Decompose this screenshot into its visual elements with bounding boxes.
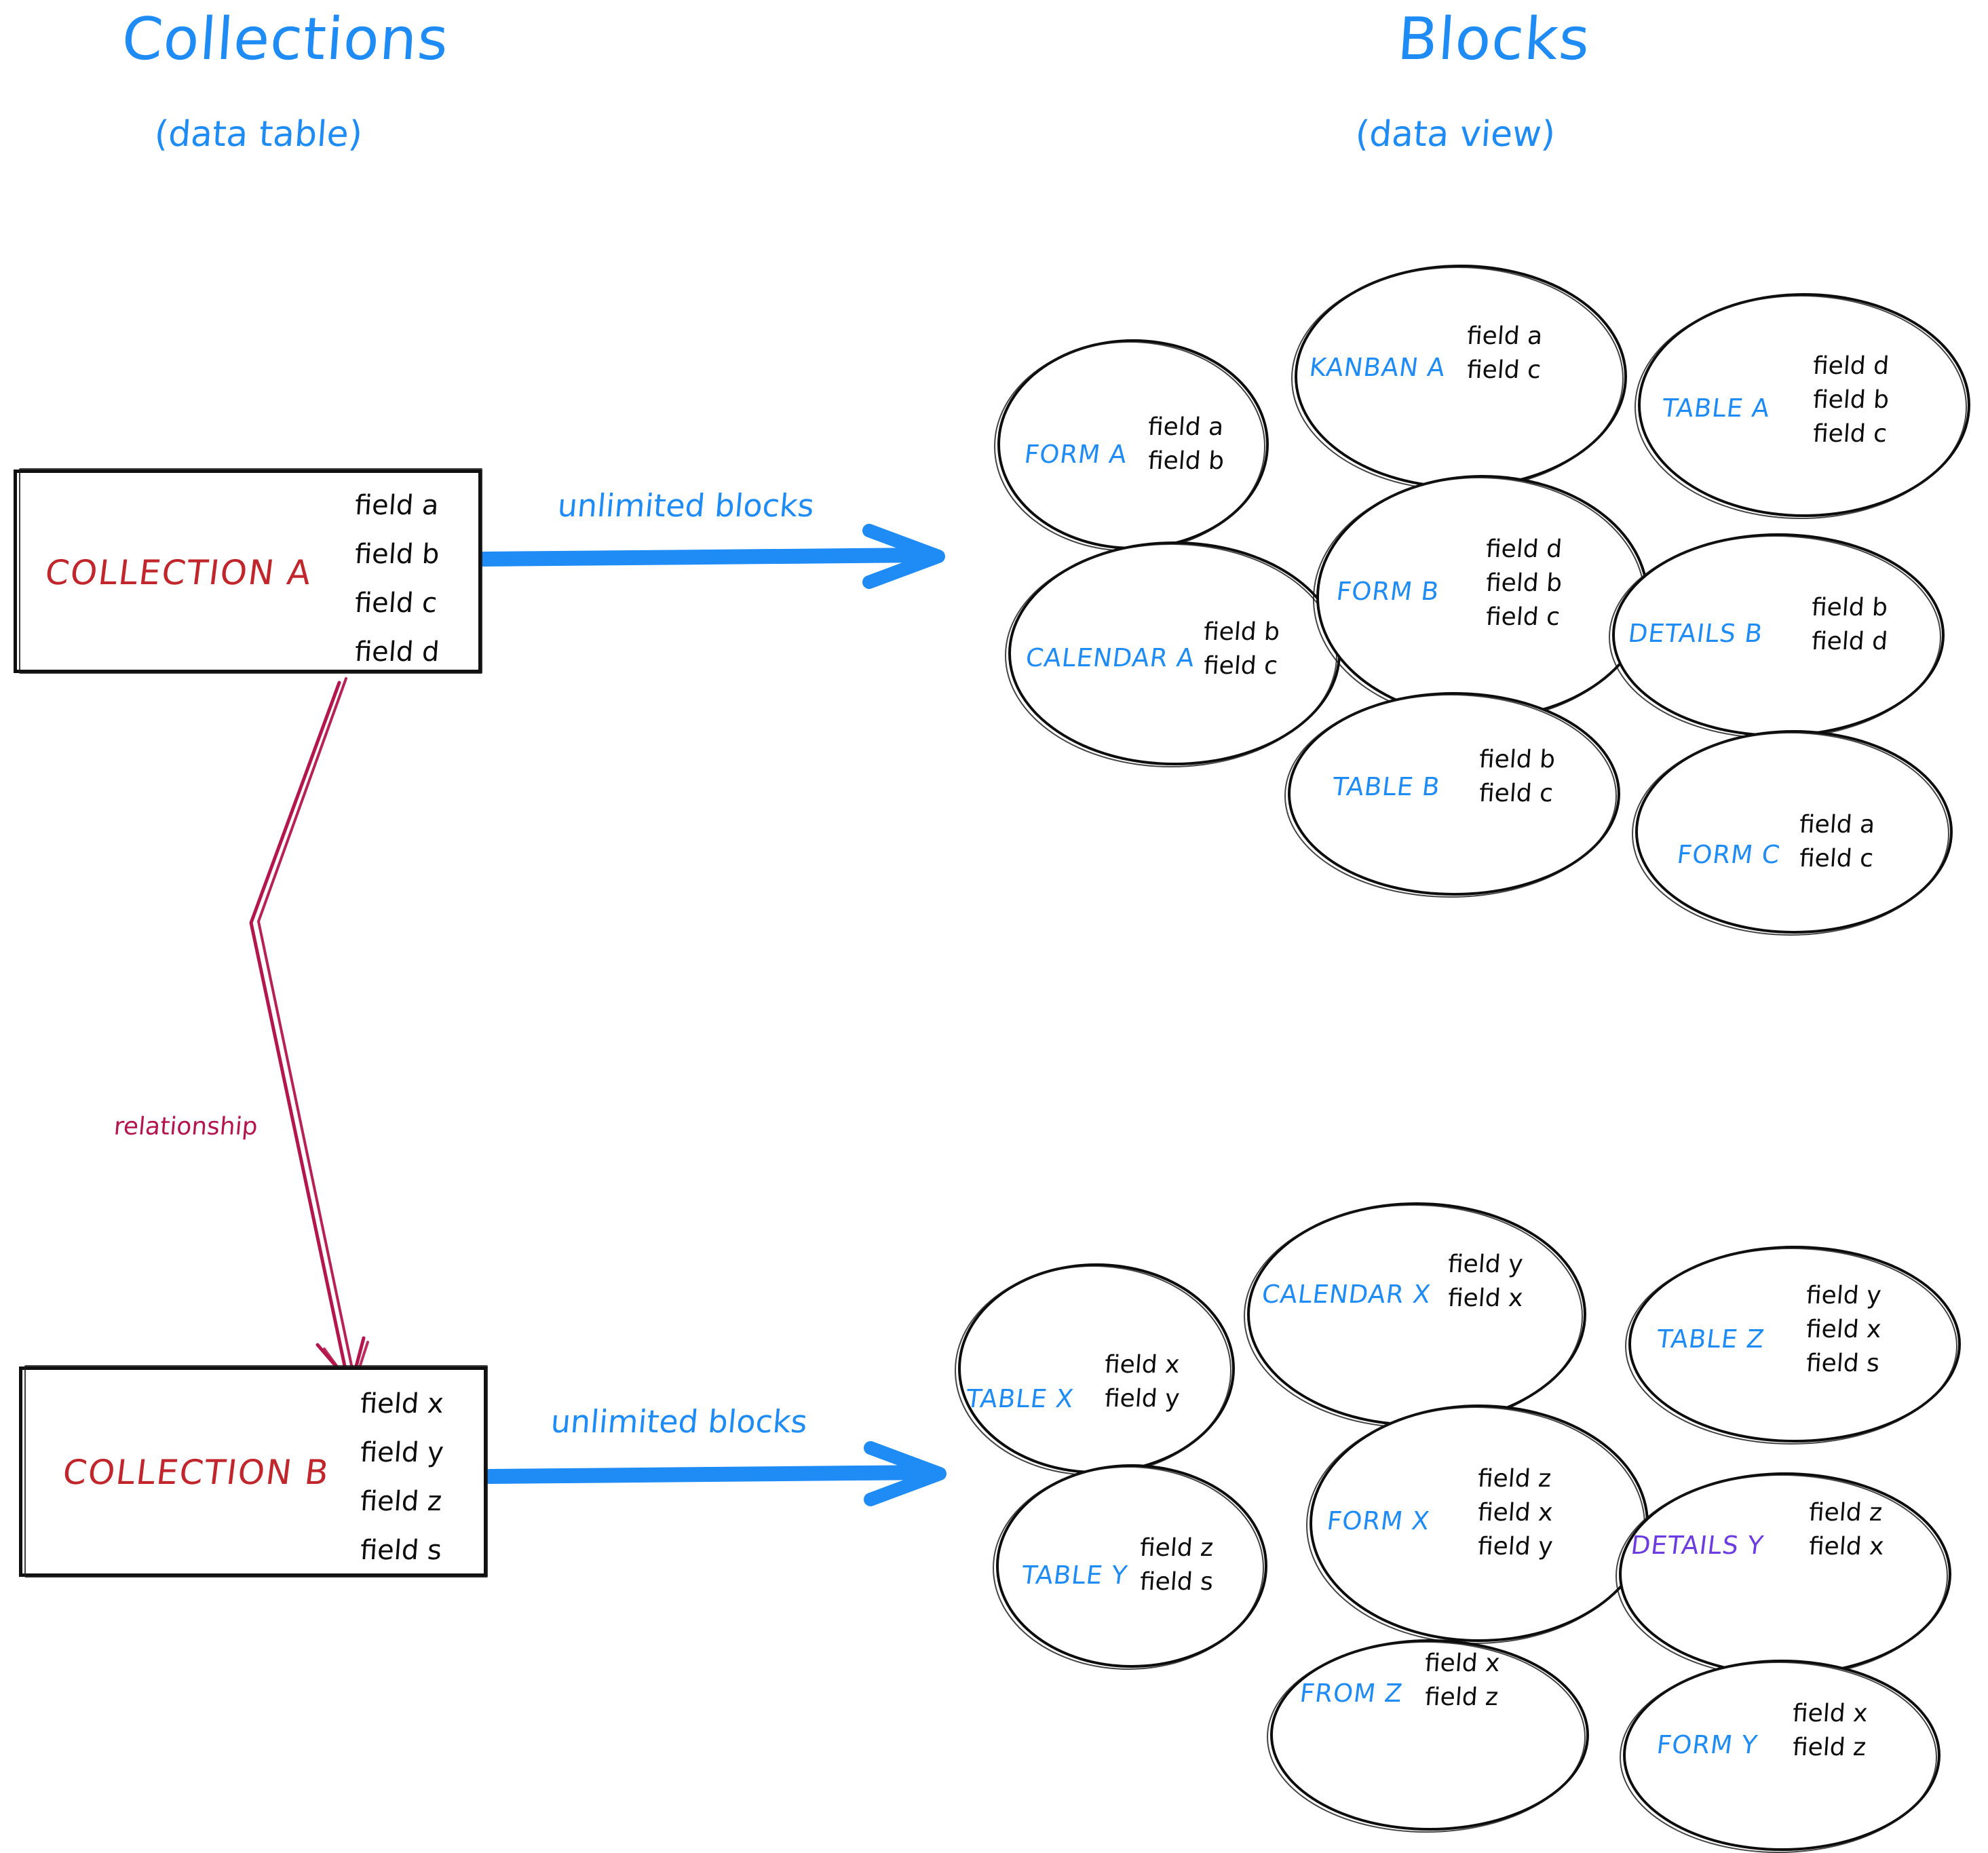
block-from-z[interactable]: FROM Z field x field z (1267, 1639, 1589, 1833)
collection-a-field: field c (353, 588, 438, 619)
collection-b-box[interactable]: COLLECTION B field x field y field z fie… (19, 1365, 488, 1578)
block-label: KANBAN A (1307, 353, 1447, 382)
block-form-y[interactable]: FORM Y field x field z (1620, 1660, 1941, 1853)
block-table-z[interactable]: TABLE Z field y field x field s (1625, 1246, 1961, 1445)
relationship-connector (249, 677, 369, 1390)
collection-a-field: field b (353, 539, 441, 570)
block-label: CALENDAR A (1024, 643, 1197, 672)
block-outline-sketch (1632, 732, 1949, 936)
block-field: field b (1147, 447, 1225, 475)
block-table-y[interactable]: TABLE Y field z field s (993, 1464, 1267, 1670)
block-field: field b (1202, 618, 1281, 646)
block-field: field x (1805, 1316, 1882, 1343)
block-field: field c (1202, 652, 1279, 680)
block-field: field y (1805, 1282, 1882, 1310)
collection-b-field: field y (359, 1437, 445, 1468)
block-outline-sketch (1635, 295, 1967, 519)
block-label: TABLE B (1331, 772, 1442, 801)
block-field: field x (1808, 1533, 1885, 1561)
block-field: field y (1447, 1250, 1524, 1278)
block-field: field z (1476, 1465, 1552, 1493)
block-field: field d (1810, 628, 1889, 655)
block-field: field z (1808, 1499, 1884, 1527)
block-field: field c (1478, 780, 1554, 807)
relationship-label: relationship (113, 1113, 259, 1141)
block-outline-sketch (1616, 1474, 1948, 1678)
block-label: DETAILS Y (1629, 1531, 1765, 1560)
block-field: field b (1478, 746, 1556, 773)
block-details-b[interactable]: DETAILS B field b field d (1609, 533, 1945, 739)
block-label: TABLE Y (1020, 1561, 1130, 1590)
collection-a-name: COLLECTION A (43, 553, 315, 592)
block-field: field b (1810, 594, 1889, 622)
unlimited-blocks-arrow-bottom (482, 1441, 947, 1506)
block-field: field b (1812, 386, 1890, 414)
block-table-a[interactable]: TABLE A field d field b field c (1635, 293, 1970, 519)
unlimited-blocks-label-top: unlimited blocks (556, 487, 816, 524)
block-field: field z (1791, 1734, 1867, 1761)
block-field: field c (1798, 845, 1875, 873)
block-label: TABLE Z (1655, 1324, 1767, 1354)
collection-b-name: COLLECTION B (60, 1453, 332, 1492)
block-kanban-a[interactable]: KANBAN A field a field c (1291, 265, 1627, 491)
block-field: field x (1791, 1700, 1869, 1727)
block-outline-sketch (993, 1466, 1264, 1670)
block-field: field y (1103, 1385, 1181, 1413)
block-label: FROM Z (1298, 1679, 1404, 1708)
block-field: field x (1447, 1284, 1524, 1312)
block-field: field x (1423, 1649, 1501, 1677)
block-form-a[interactable]: FORM A field a field b (994, 339, 1269, 552)
unlimited-blocks-label-bottom: unlimited blocks (549, 1403, 809, 1440)
collection-a-box[interactable]: COLLECTION A field a field b field c fie… (14, 468, 482, 674)
block-outline-sketch (1625, 1248, 1957, 1445)
collection-b-field: field z (359, 1486, 443, 1517)
collection-a-field: field a (353, 490, 440, 521)
block-calendar-x[interactable]: CALENDAR X field y field x (1244, 1202, 1586, 1428)
block-field: field z (1423, 1683, 1499, 1711)
block-field: field c (1485, 603, 1561, 631)
block-label: FORM A (1022, 440, 1129, 469)
block-form-c[interactable]: FORM C field a field c (1632, 730, 1953, 936)
block-field: field s (1805, 1350, 1881, 1377)
block-field: field y (1476, 1533, 1554, 1561)
block-field: field d (1812, 352, 1890, 380)
block-field: field d (1485, 535, 1563, 563)
block-field: field x (1103, 1351, 1181, 1379)
block-field: field x (1476, 1499, 1554, 1527)
collection-b-field: field s (359, 1535, 443, 1566)
unlimited-blocks-arrow-top (476, 524, 945, 589)
block-field: field a (1147, 413, 1225, 441)
block-table-x[interactable]: TABLE X field x field y (955, 1263, 1235, 1476)
block-field: field s (1139, 1568, 1215, 1596)
block-label: FORM X (1325, 1506, 1432, 1535)
block-field: field a (1466, 322, 1544, 350)
block-form-x[interactable]: FORM X field z field x field y (1306, 1405, 1649, 1644)
block-field: field a (1798, 811, 1876, 839)
block-label: CALENDAR X (1260, 1280, 1433, 1309)
block-label: FORM Y (1655, 1730, 1760, 1759)
block-field: field c (1812, 420, 1888, 448)
block-field: field b (1485, 569, 1563, 597)
block-field: field c (1466, 356, 1542, 384)
block-label: TABLE A (1660, 394, 1772, 423)
block-label: DETAILS B (1626, 619, 1765, 648)
block-outline-sketch (955, 1265, 1231, 1476)
block-details-y[interactable]: DETAILS Y field z field x (1616, 1472, 1951, 1678)
block-outline-sketch (1244, 1204, 1583, 1428)
block-label: FORM B (1335, 577, 1441, 606)
block-table-b[interactable]: TABLE B field b field c (1284, 692, 1620, 898)
block-outline-sketch (1284, 694, 1617, 898)
block-form-b[interactable]: FORM B field d field b field c (1313, 475, 1649, 721)
block-calendar-a[interactable]: CALENDAR A field b field c (1005, 541, 1341, 767)
block-label: TABLE X (964, 1384, 1076, 1413)
block-field: field z (1139, 1534, 1215, 1562)
collection-a-field: field d (353, 636, 441, 668)
block-label: FORM C (1675, 840, 1782, 869)
collection-b-field: field x (359, 1388, 445, 1419)
